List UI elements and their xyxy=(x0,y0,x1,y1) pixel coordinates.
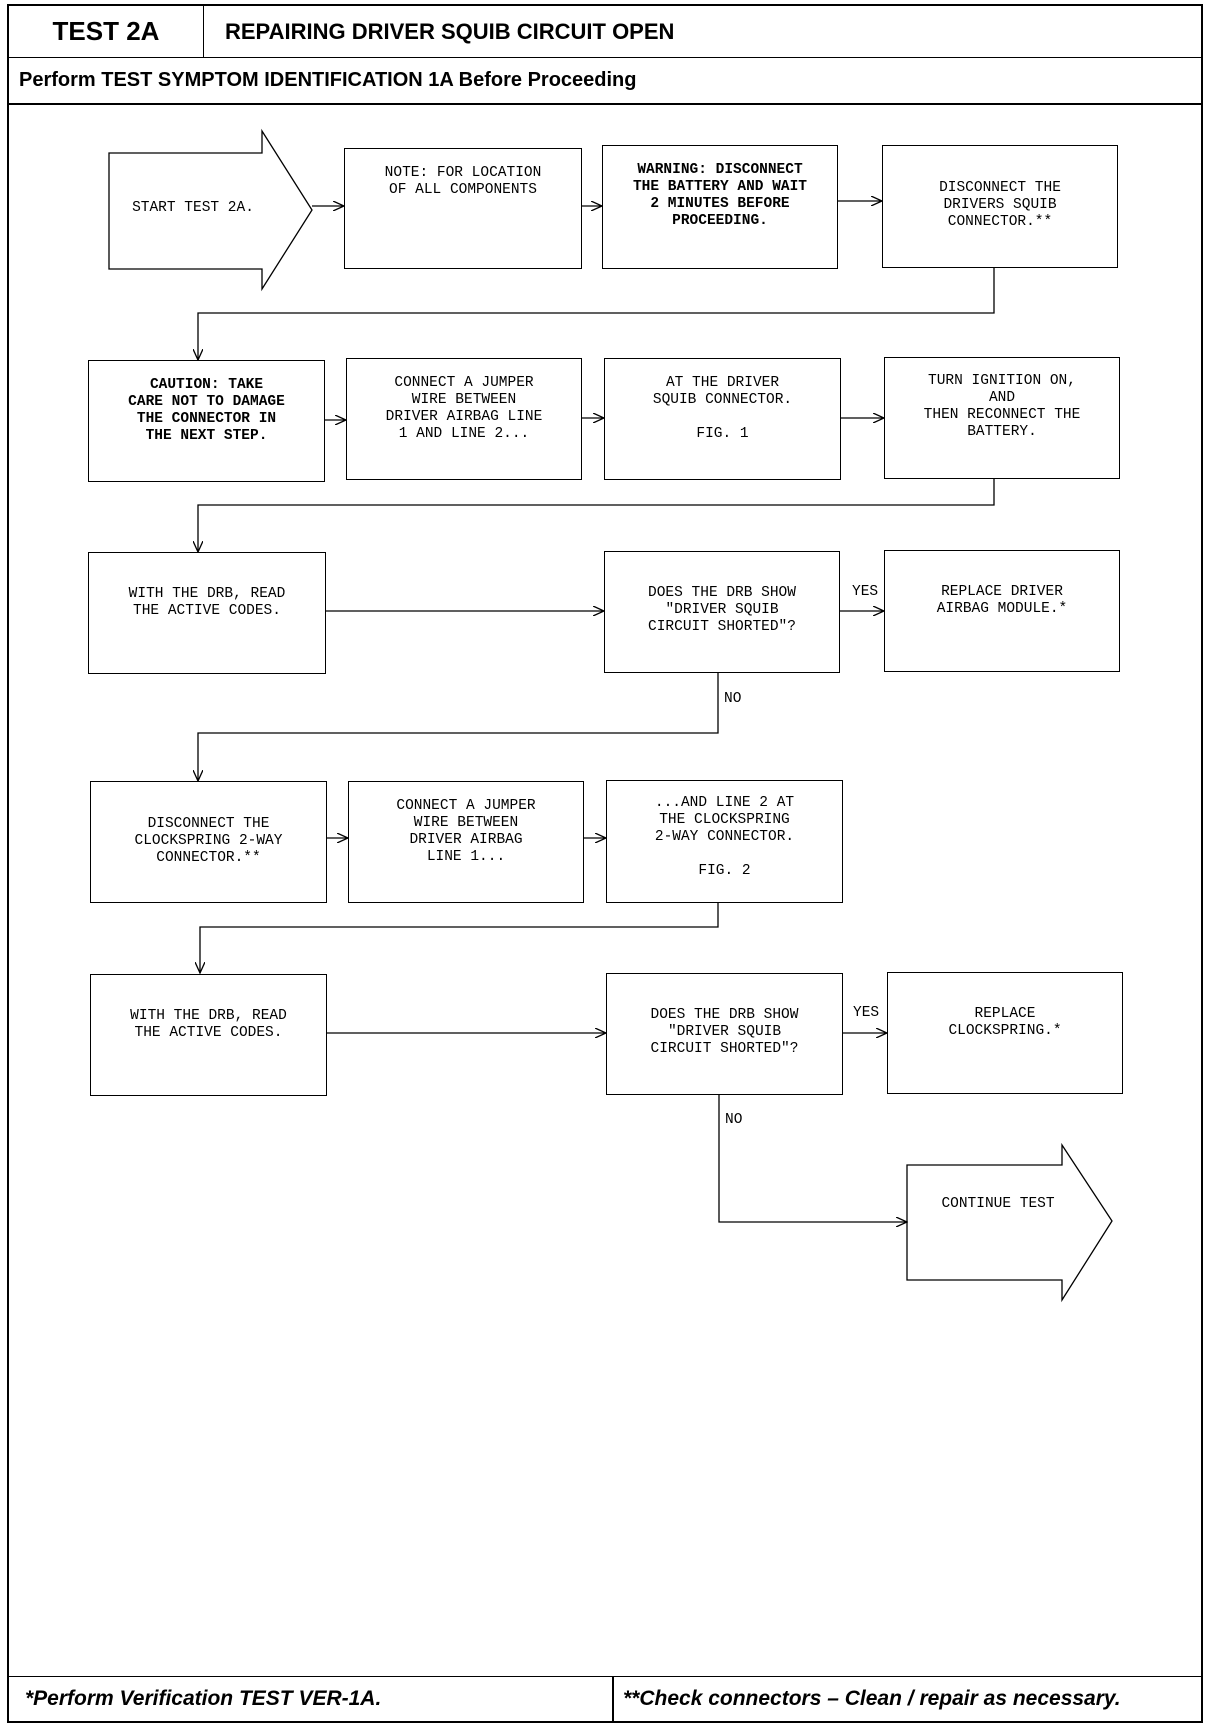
footer-verification-note: *Perform Verification TEST VER-1A. xyxy=(25,1687,382,1710)
decision-box-1: DOES THE DRB SHOW "DRIVER SQUIB CIRCUIT … xyxy=(604,551,840,673)
test-id: TEST 2A xyxy=(9,6,204,57)
prerequisite-note: Perform TEST SYMPTOM IDENTIFICATION 1A B… xyxy=(9,57,1201,105)
disconnect-clockspring-box: DISCONNECT THE CLOCKSPRING 2-WAY CONNECT… xyxy=(90,781,327,903)
disconnect-squib-box: DISCONNECT THE DRIVERS SQUIB CONNECTOR.*… xyxy=(882,145,1118,268)
note-box: NOTE: FOR LOCATION OF ALL COMPONENTS xyxy=(344,148,582,269)
yes-label-1: YES xyxy=(852,584,879,600)
no-label-1: NO xyxy=(724,691,742,707)
footer-divider xyxy=(612,1677,614,1721)
caution-box: CAUTION: TAKE CARE NOT TO DAMAGE THE CON… xyxy=(88,360,325,482)
clockspring-connector-box: ...AND LINE 2 AT THE CLOCKSPRING 2-WAY C… xyxy=(606,780,843,903)
footer: *Perform Verification TEST VER-1A. **Che… xyxy=(9,1676,1201,1721)
replace-clockspring-box: REPLACE CLOCKSPRING.* xyxy=(887,972,1123,1094)
read-codes-box-1: WITH THE DRB, READ THE ACTIVE CODES. xyxy=(88,552,326,674)
header-bar: TEST 2A REPAIRING DRIVER SQUIB CIRCUIT O… xyxy=(9,6,1201,58)
read-codes-box-2: WITH THE DRB, READ THE ACTIVE CODES. xyxy=(90,974,327,1096)
footer-connector-note: **Check connectors – Clean / repair as n… xyxy=(623,1687,1121,1710)
no-label-2: NO xyxy=(725,1112,743,1128)
start-test-label: START TEST 2A. xyxy=(132,200,254,216)
jumper-wire-box-2: CONNECT A JUMPER WIRE BETWEEN DRIVER AIR… xyxy=(348,781,584,903)
ignition-on-box: TURN IGNITION ON, AND THEN RECONNECT THE… xyxy=(884,357,1120,479)
start-arrow-shape xyxy=(108,128,313,292)
jumper-wire-box-1: CONNECT A JUMPER WIRE BETWEEN DRIVER AIR… xyxy=(346,358,582,480)
squib-connector-box: AT THE DRIVER SQUIB CONNECTOR. FIG. 1 xyxy=(604,358,841,480)
yes-label-2: YES xyxy=(853,1005,880,1021)
replace-module-box: REPLACE DRIVER AIRBAG MODULE.* xyxy=(884,550,1120,672)
test-title: REPAIRING DRIVER SQUIB CIRCUIT OPEN xyxy=(225,18,675,44)
warning-box: WARNING: DISCONNECT THE BATTERY AND WAIT… xyxy=(602,145,838,269)
continue-test-label: CONTINUE TEST xyxy=(941,1196,1055,1212)
continue-arrow-shape xyxy=(906,1142,1113,1303)
decision-box-2: DOES THE DRB SHOW "DRIVER SQUIB CIRCUIT … xyxy=(606,973,843,1095)
